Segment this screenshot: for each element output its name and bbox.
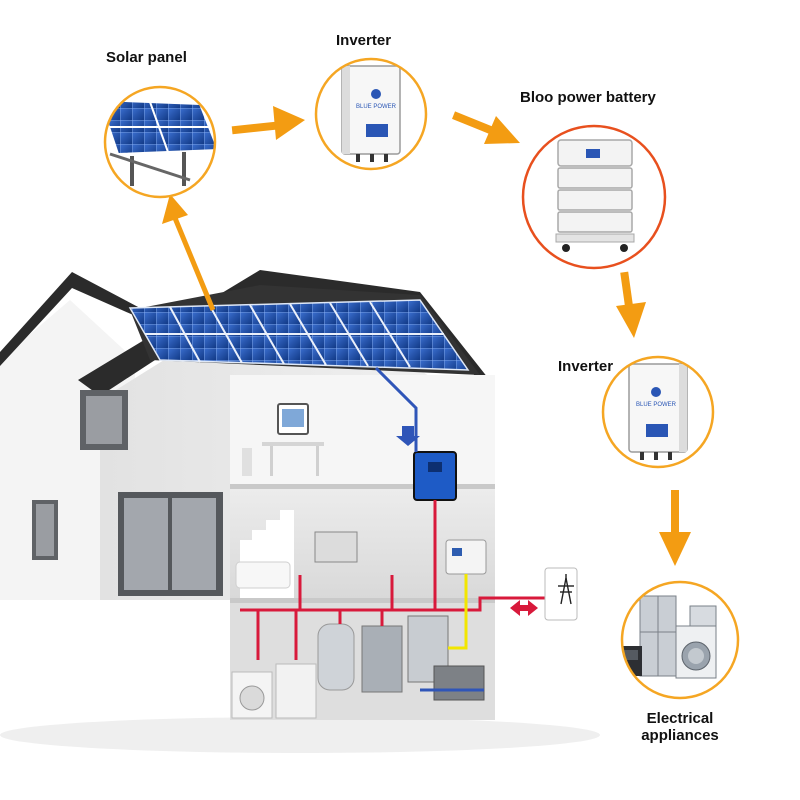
battery-icon [555,139,635,252]
wall-battery [445,539,487,575]
inverter-top-node: BLUE POWER [314,57,428,171]
inverter-brand-text: BLUE POWER [636,402,677,408]
battery-label: Bloo power battery [520,89,656,106]
inverter-icon: BLUE POWER [628,363,688,460]
sofa [235,561,291,589]
inverter-top-label: Inverter [336,32,392,49]
bidirectional-arrow-icon [510,600,538,616]
grid-meter [544,567,578,621]
water-heater [317,623,355,691]
battery-node [521,124,667,270]
heat-pump [361,625,403,693]
flow-arrows [162,106,691,566]
appliances-label: Electrical appliances [615,710,745,744]
house-left-roof [0,272,140,366]
ground-shadow [0,717,600,753]
solar-panel-icon [105,98,215,186]
appliances-label-line1: Electrical [646,710,714,727]
inverter-brand-text: BLUE POWER [356,104,397,110]
dryer [275,663,317,719]
solar-panel-label: Solar panel [106,49,187,66]
hybrid-inverter [413,451,457,501]
house-illustration [0,270,600,753]
appliances-label-line2: appliances [641,727,719,744]
arrow-roof-to-solar [162,194,216,311]
arrow-battery-to-inverter [616,271,646,338]
arrow-solar-to-inverter [231,106,305,140]
arrow-inverter-to-appliances [659,490,691,566]
appliances-icon [622,595,717,679]
roof-solar-array [128,299,470,371]
chair [242,448,252,476]
solar-panel-node [103,85,217,199]
grid-tower-icon [558,574,574,605]
inverter-right-node: BLUE POWER [601,355,715,469]
inverter-right-label: Inverter [558,358,614,375]
battery-bank [433,665,485,701]
flow-down-arrow [396,426,420,446]
desk [262,442,324,446]
inverter-icon: BLUE POWER [341,65,401,162]
appliances-node [620,580,740,700]
arrow-inverter-to-battery [452,111,520,144]
tv [314,531,358,563]
